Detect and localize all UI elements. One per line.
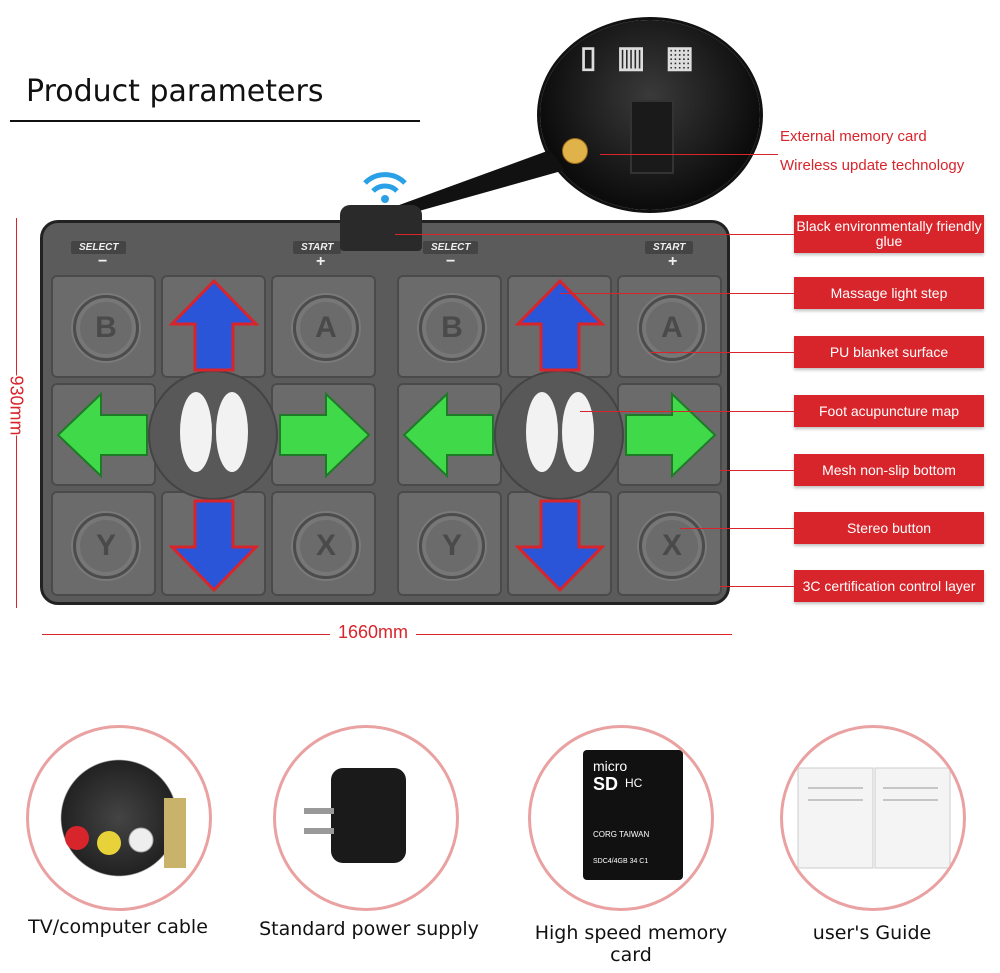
wifi-icon (363, 172, 407, 203)
callout-glue: Black environmentally friendly glue (794, 215, 984, 253)
memory-card-label: External memory card (780, 128, 927, 145)
callout-3c: 3C certification control layer (794, 570, 984, 602)
up-arrow-icon (169, 278, 259, 372)
card-slot (630, 100, 674, 174)
a-button: A (293, 295, 359, 361)
dance-mat: SELECT − START + SELECT − START + B A B … (40, 220, 730, 605)
plus-sign-1: + (316, 253, 326, 270)
callout-massage: Massage light step (794, 277, 984, 309)
down-arrow-icon (169, 499, 259, 593)
mat-console (340, 205, 422, 251)
right-arrow-icon-2 (625, 391, 717, 479)
plus-sign-2: + (668, 253, 678, 270)
start-tag-2: START (645, 241, 694, 254)
title-underline (10, 120, 420, 122)
down-arrow-icon-2 (515, 499, 605, 593)
callout-foot: Foot acupuncture map (794, 395, 984, 427)
x-button-2: X (639, 513, 705, 579)
height-label: 930mm (5, 375, 27, 436)
y-button-2: Y (419, 513, 485, 579)
callout-pu: PU blanket surface (794, 336, 984, 368)
left-arrow-icon (56, 391, 148, 479)
zoom-connector (380, 150, 565, 218)
memory-card-image: micro SD HC CORG TAIWAN SDC4/4GB 34 C1 (528, 725, 714, 911)
page-title: Product parameters (26, 74, 324, 109)
up-arrow-icon-2 (515, 278, 605, 372)
select-tag-2: SELECT (423, 241, 479, 254)
memory-card-label-bottom: High speed memory card (534, 922, 728, 966)
power-supply-label: Standard power supply (259, 918, 479, 940)
b-button: B (73, 295, 139, 361)
left-arrow-icon-2 (402, 391, 494, 479)
wireless-update-label: Wireless update technology (780, 157, 965, 174)
cable-label: TV/computer cable (28, 916, 208, 938)
y-button: Y (73, 513, 139, 579)
select-tag-1: SELECT (71, 241, 127, 254)
a-button-2: A (639, 295, 705, 361)
minus-sign-1: − (98, 253, 108, 270)
callout-stereo: Stereo button (794, 512, 984, 544)
x-button: X (293, 513, 359, 579)
microsd-card: micro SD HC CORG TAIWAN SDC4/4GB 34 C1 (583, 750, 683, 880)
memory-card-coin (562, 138, 588, 164)
foot-acupuncture-map-1 (148, 370, 278, 500)
cable-image (26, 725, 212, 911)
user-guide-label: user's Guide (812, 922, 932, 944)
callout-mesh: Mesh non-slip bottom (794, 454, 984, 486)
console-logo: ▯ ▥ ▦ (580, 41, 700, 74)
width-label: 1660mm (330, 622, 417, 643)
console-zoom-inset: ▯ ▥ ▦ (540, 20, 760, 210)
foot-acupuncture-map-2 (494, 370, 624, 500)
start-tag-1: START (293, 241, 342, 254)
leader-line (600, 154, 778, 155)
minus-sign-2: − (446, 253, 456, 270)
right-arrow-icon (279, 391, 371, 479)
power-supply-image (273, 725, 459, 911)
user-guide-image (780, 725, 966, 911)
b-button-2: B (419, 295, 485, 361)
